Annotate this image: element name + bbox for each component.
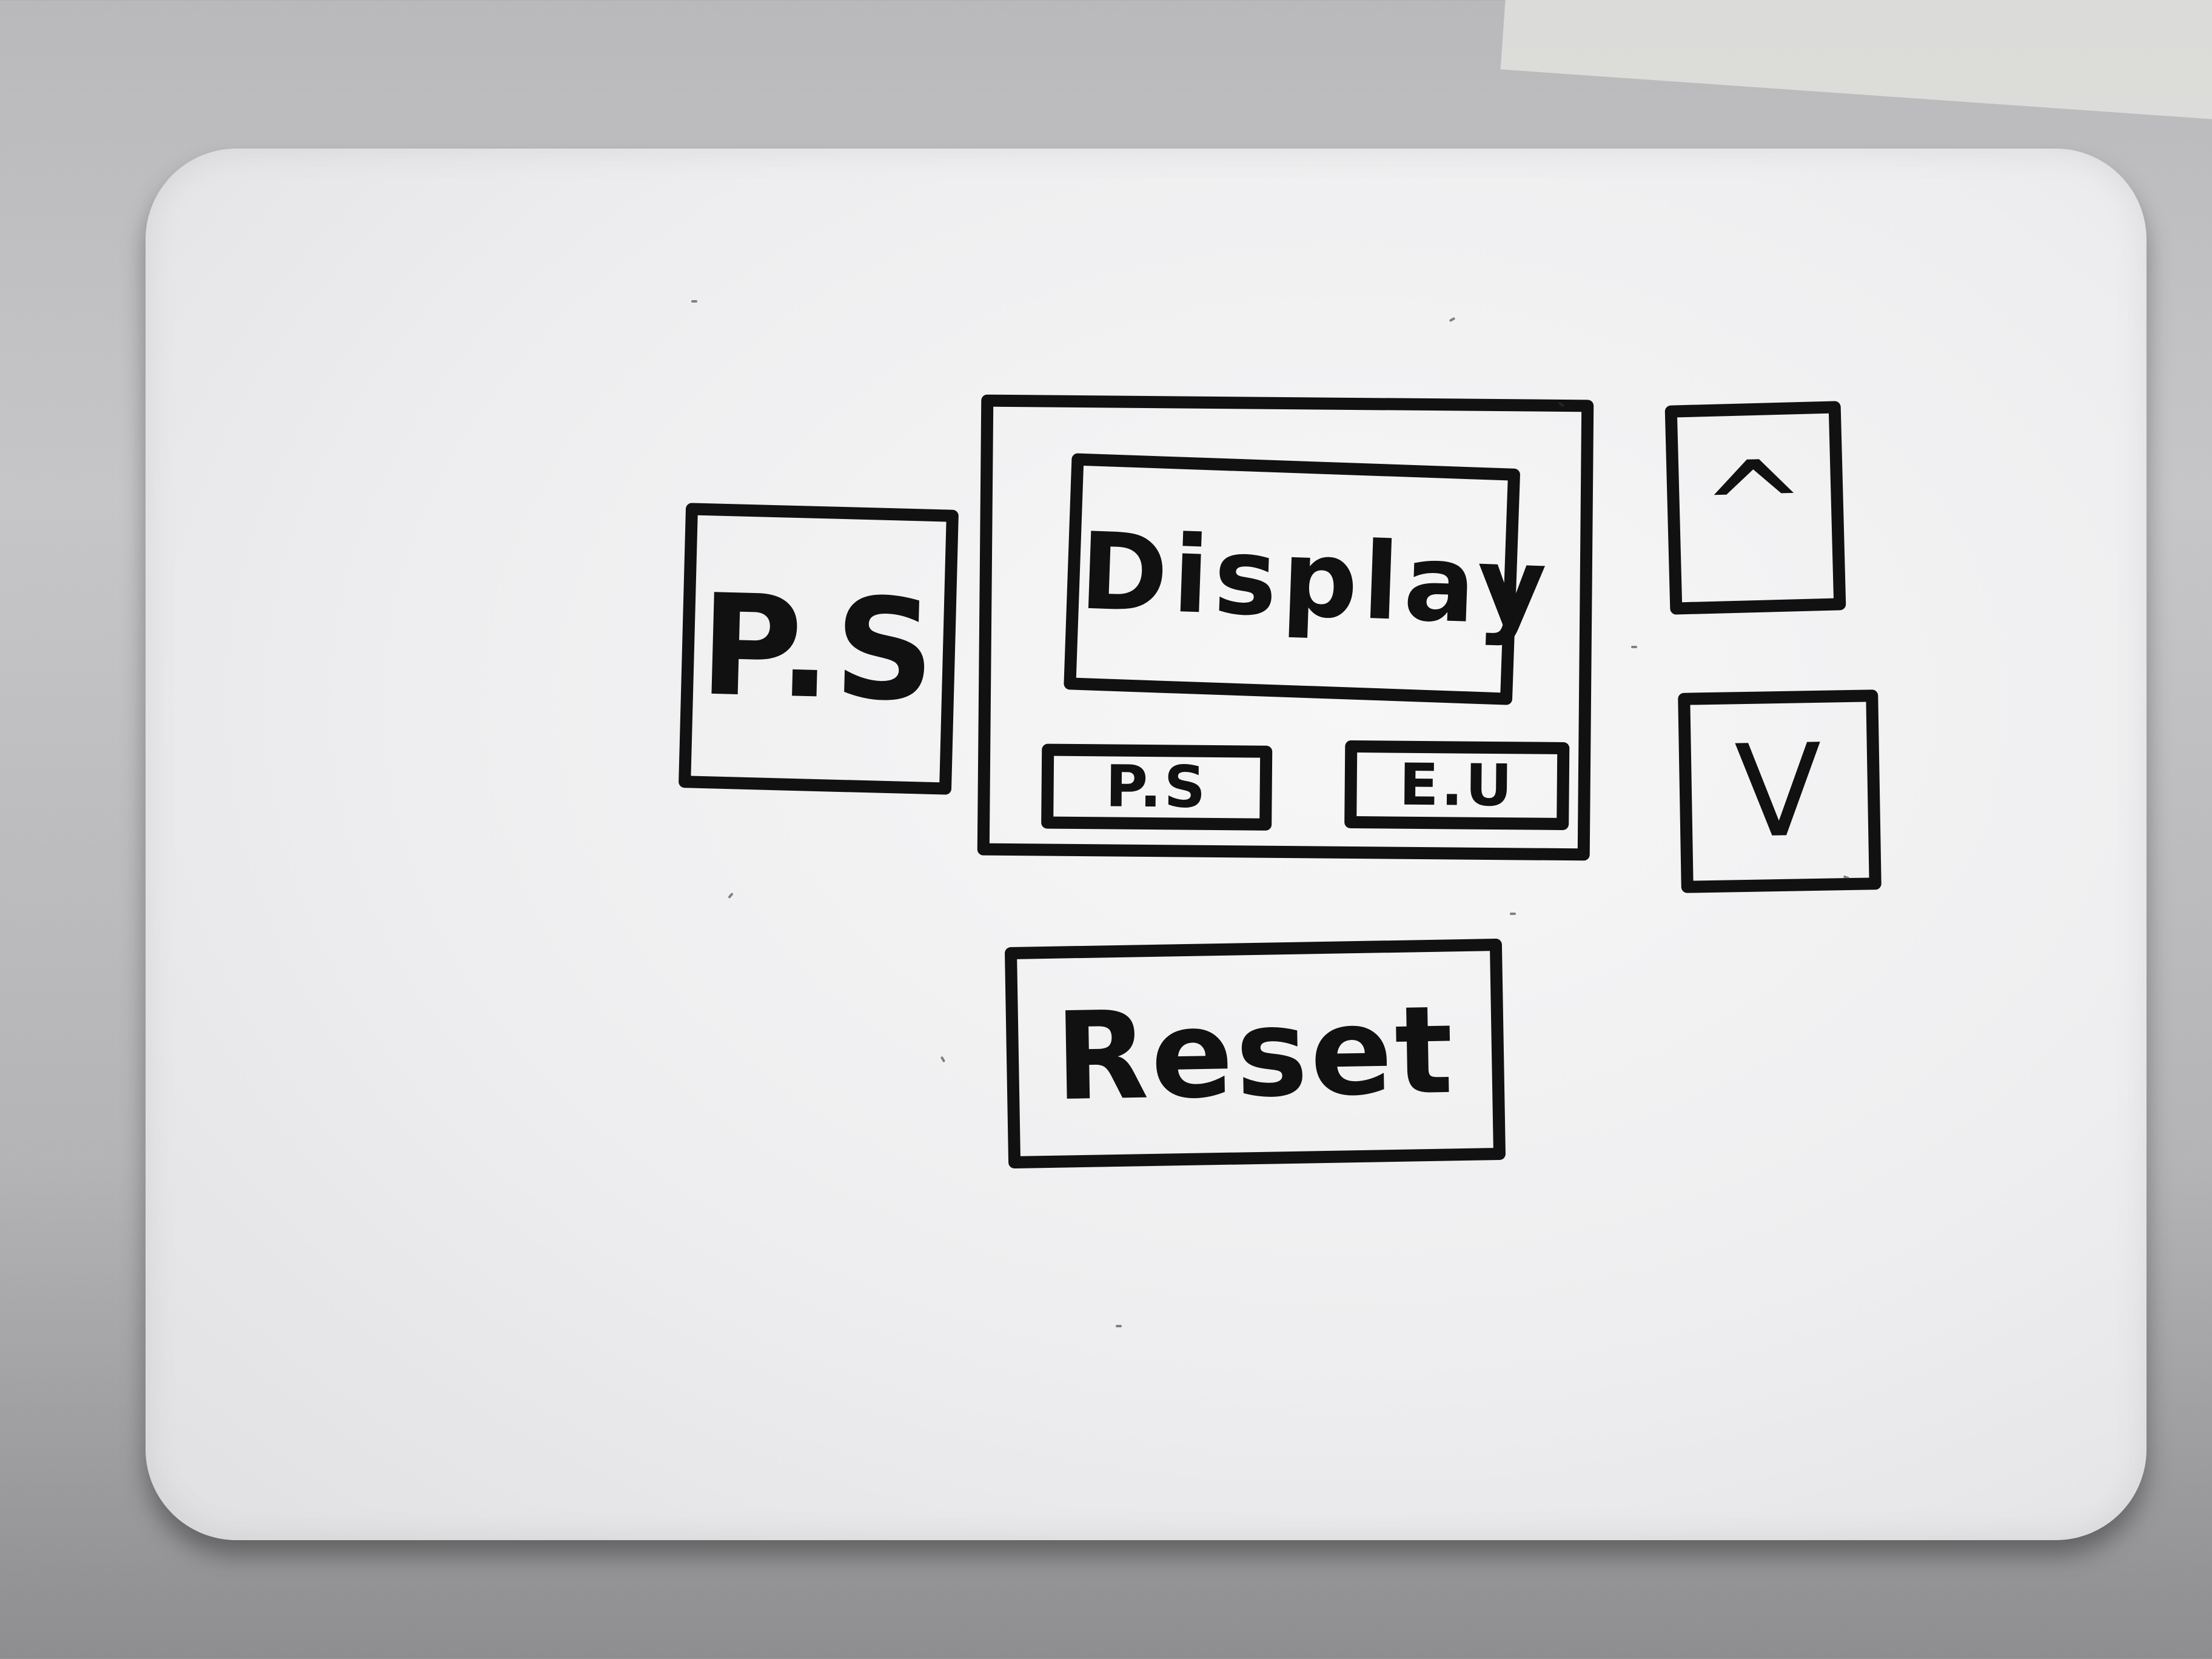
chevron-down-icon: V [1734, 716, 1826, 866]
ink-speck [940, 1056, 946, 1063]
mode-eu-button-label: E.U [1399, 751, 1515, 819]
power-supply-button[interactable]: P.S [678, 503, 959, 795]
mode-ps-button-label: P.S [1105, 753, 1208, 821]
up-button[interactable]: ^ [1664, 401, 1846, 615]
power-supply-button-label: P.S [697, 565, 940, 733]
display-screen-label: Display [1078, 510, 1553, 650]
chevron-up-icon: ^ [1698, 432, 1812, 584]
ink-speck [1449, 317, 1456, 323]
display-panel: Display P.S E.U [977, 394, 1594, 861]
reset-button[interactable]: Reset [1004, 938, 1506, 1169]
reset-button-label: Reset [1054, 979, 1456, 1128]
ink-speck [691, 300, 697, 303]
ink-speck [1116, 1325, 1122, 1327]
ink-speck [1631, 646, 1637, 648]
whiteboard: P.S Display P.S E.U ^ V Reset [146, 149, 2147, 1540]
paper-edge [1500, 0, 2212, 125]
down-button[interactable]: V [1678, 689, 1882, 893]
ink-speck [1510, 913, 1516, 915]
mode-ps-button[interactable]: P.S [1041, 743, 1273, 831]
mode-eu-button[interactable]: E.U [1344, 740, 1570, 831]
ink-speck [728, 892, 734, 899]
display-screen: Display [1064, 453, 1553, 705]
